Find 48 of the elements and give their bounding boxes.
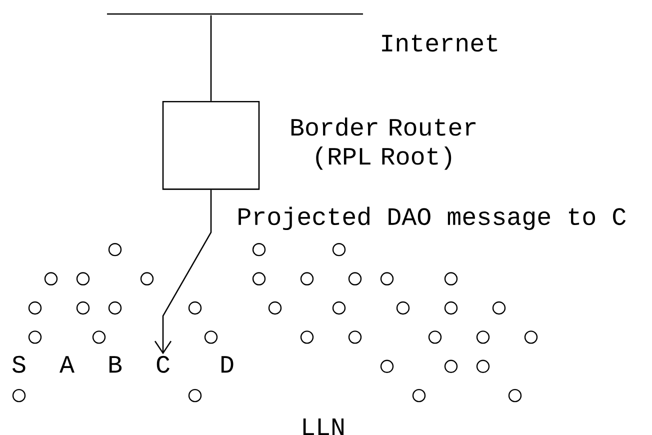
mesh-node-circle — [300, 330, 314, 344]
mesh-node-circle — [188, 301, 202, 315]
mesh-node-circle — [444, 272, 458, 286]
edge-label: Projected DAO message to C — [238, 206, 626, 230]
mesh-node-circle — [380, 272, 394, 286]
mesh-node-circle — [444, 360, 458, 373]
mesh-node-circle — [140, 272, 154, 286]
mesh-node-circle — [92, 330, 106, 344]
mesh-node-circle — [332, 243, 346, 256]
mesh-node-circle — [44, 272, 58, 286]
mesh-node-circle — [348, 330, 362, 344]
router-box: Border Router (RPL Root) — [162, 100, 476, 190]
mesh-node-circle — [12, 388, 26, 402]
node-label: S — [12, 356, 26, 373]
mesh-node-circle — [380, 360, 394, 373]
node-label: D — [221, 356, 234, 373]
network-label: LLN — [303, 418, 344, 435]
node-label: B — [109, 356, 122, 373]
mesh-node-circle — [28, 330, 42, 344]
mesh-node-circle — [252, 272, 266, 286]
connector-line — [154, 190, 212, 354]
mesh-node-circle — [204, 330, 218, 344]
mesh-node-circle — [476, 330, 490, 344]
mesh-node-circle — [108, 243, 122, 256]
mesh-node-circle — [508, 388, 522, 402]
mesh-node-circle — [428, 330, 442, 344]
mesh-node-circle — [444, 301, 458, 315]
node-label: A — [60, 356, 74, 373]
mesh-node-circle — [28, 301, 42, 315]
mesh-node-circle — [76, 301, 90, 315]
mesh-node-circle — [76, 272, 90, 286]
network-bus: Internet — [107, 13, 498, 52]
mesh-node-circle — [332, 301, 346, 315]
mesh-node-circle — [300, 272, 314, 286]
mesh-node-circle — [492, 301, 506, 315]
mesh-node-circle — [108, 301, 122, 315]
node-label: Border Router (RPL Root) — [291, 117, 476, 170]
mesh-node-circle — [412, 388, 426, 402]
mesh-node-circle — [252, 243, 266, 256]
mesh-node-circle — [268, 301, 282, 315]
node-label: C — [156, 356, 170, 373]
mesh-node-circle — [396, 301, 410, 315]
connector-line — [210, 15, 212, 101]
node-label: Internet — [382, 34, 498, 52]
mesh-node-circle — [348, 272, 362, 286]
mesh-node-circle — [476, 360, 490, 373]
mesh-node-circle — [188, 388, 202, 402]
mesh-node-circle — [524, 330, 538, 344]
